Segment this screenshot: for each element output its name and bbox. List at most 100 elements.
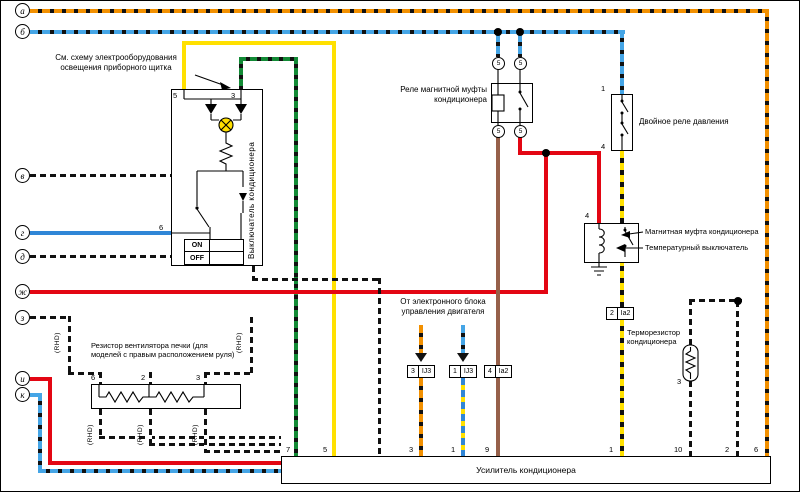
table-cell (210, 240, 243, 251)
wire-red-top-link (518, 151, 601, 155)
rhd-marker: (RHD) (192, 424, 199, 445)
note-arrow (194, 74, 224, 86)
wire-thermoresistor-bottom (689, 381, 692, 456)
wire-yellow-to-amplifier (332, 41, 336, 456)
amplifier-box: Усилитель кондиционера (281, 456, 771, 484)
pressure-relay-pin-4: 4 (601, 142, 606, 151)
wire-red-to-clutch (597, 151, 601, 223)
amp-pin-5: 5 (323, 445, 328, 454)
ecu-arrowheads (415, 353, 469, 362)
wire-red-terminal-i (30, 377, 52, 381)
rhd-marker: (RHD) (236, 332, 243, 353)
connector-name: IJ3 (463, 368, 474, 375)
table-row: ON (185, 240, 243, 252)
rhd-marker: (RHD) (137, 424, 144, 445)
resistor-pin-3: 3 (196, 373, 201, 382)
connector-ij3-b: 1 IJ3 (449, 365, 477, 378)
terminal-b: б (15, 24, 30, 39)
wire-red-bottom-v (48, 377, 52, 465)
arrow-down-icon (415, 353, 427, 362)
pressure-relay-label: Двойное реле давления (639, 117, 729, 126)
note-text: См. схему электрооборудования освещения … (55, 53, 177, 72)
wire-terminal-z-h (30, 316, 71, 319)
wire-switch-out-h (252, 278, 381, 281)
switch-position-table: ON OFF (184, 239, 244, 265)
amp-pin-1: 1 (451, 445, 456, 454)
junction-dot (734, 297, 742, 305)
wire-terminal-v (30, 174, 171, 177)
switch-pin-6: 6 (159, 223, 164, 232)
wire-ecu-right-lower (461, 378, 465, 456)
relay-terminal-5: 5 (492, 57, 505, 70)
wire-to-amp-pin2 (736, 301, 739, 456)
temp-switch-label: Температурный выключатель (645, 243, 749, 252)
resistor-pin-2: 2 (141, 373, 146, 382)
connector-pin: 2 (607, 308, 618, 319)
ac-switch-label: Выключатель кондиционера (247, 141, 256, 259)
wire-yellow-switch (182, 41, 186, 89)
clutch-box (584, 223, 639, 263)
wire-resistor-pin6-stub (99, 372, 102, 384)
wire-blue-bottom-v (38, 393, 42, 473)
wire-blue-relay-tap-left (496, 34, 500, 57)
on-label: ON (185, 240, 210, 251)
wire-yellow-top (182, 41, 336, 45)
terminal-k: к (15, 387, 30, 402)
wire-switch-out-v (252, 266, 255, 280)
terminal-a: а (15, 3, 30, 18)
wire-terminal-z-v (68, 316, 71, 375)
wire-resistor-pin2-stub (149, 372, 152, 384)
junction-dot (516, 28, 524, 36)
wire-blue-terminal-g (30, 231, 171, 235)
wire-rhd-bottom2-h (149, 443, 281, 446)
amp-pin-9: 9 (485, 445, 490, 454)
clutch-label: Магнитная муфта кондиционера (645, 227, 759, 236)
switch-pin-5: 5 (173, 91, 178, 100)
wire-red-main (30, 290, 548, 294)
wire-terminal-d (30, 255, 171, 258)
wire-blue-terminal-k (30, 393, 42, 397)
junction-dot (542, 149, 550, 157)
rhd-marker: (RHD) (87, 424, 94, 445)
rhd-marker: (RHD) (54, 332, 61, 353)
terminal-i: и (15, 371, 30, 386)
amp-pin-6: 6 (754, 445, 759, 454)
connector-ia2-b: 2 Ia2 (606, 307, 634, 320)
wire-ecu-right-upper (461, 325, 465, 353)
thermoresistor-label: Терморезистор кондиционера (627, 328, 681, 346)
relay-terminal-5: 5 (514, 57, 527, 70)
wire-blue-relay-tap-right (518, 34, 522, 57)
connector-name: Ia2 (620, 310, 631, 317)
wire-yellow-black-pressure-to-amplifier (620, 151, 624, 456)
wire-ecu-left-upper (419, 325, 423, 353)
heater-resistor-label: Резистор вентилятора печки (для моделей … (91, 341, 235, 359)
wire-green-top (239, 57, 298, 61)
wire-blue-top (30, 30, 625, 34)
connector-pin: 4 (485, 366, 496, 377)
wire-green-switch (239, 57, 243, 89)
wire-rhd-bottom1-v (99, 409, 102, 439)
connector-ia2-a: 4 Ia2 (484, 365, 512, 378)
wire-rhd-bottom1-h (99, 436, 281, 439)
arrow-down-icon (457, 353, 469, 362)
terminal-d: д (15, 249, 30, 264)
relay-terminal-5: 5 (514, 125, 527, 138)
wire-thermoresistor-top (689, 299, 692, 345)
pressure-relay-box (611, 94, 633, 151)
wire-rhd-right-v (250, 317, 253, 375)
connector-name: Ia2 (498, 368, 509, 375)
wire-rhd-bottom3-v (204, 409, 207, 453)
wire-orange-right (765, 9, 769, 456)
connector-pin: 3 (408, 366, 419, 377)
wire-right-link (689, 299, 742, 302)
wire-terminal-z-to-resistor (68, 372, 102, 375)
clutch-relay-box (491, 83, 533, 123)
amp-pin-2: 2 (725, 445, 730, 454)
wire-red-bottom-h (48, 461, 281, 465)
thermoresistor-symbol (682, 344, 699, 382)
terminal-zh: ж (15, 284, 30, 299)
connector-ij3-a: 3 IJ3 (407, 365, 435, 378)
terminal-g: г (15, 225, 30, 240)
clutch-relay-label: Реле магнитной муфты кондиционера (400, 85, 487, 104)
amp-pin-7: 7 (286, 445, 291, 454)
